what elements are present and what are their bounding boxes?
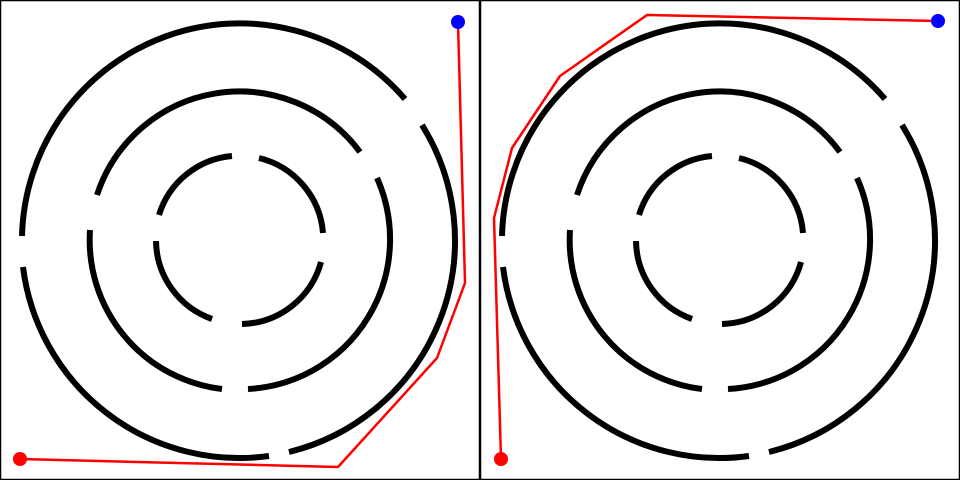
middle-wall-upper	[574, 88, 843, 196]
right-panel-frame	[479, 0, 960, 480]
outer-wall-lower	[500, 266, 750, 461]
middle-wall-upper	[94, 88, 363, 196]
middle-wall-lower	[86, 229, 223, 392]
middle-wall-right	[727, 176, 874, 392]
outer-wall-right	[288, 123, 458, 455]
right-goal-marker	[931, 14, 945, 28]
outer-wall-upper	[499, 20, 888, 237]
inner-wall-lower-left	[633, 240, 694, 322]
left-goal-marker	[451, 15, 465, 29]
right-maze-walls	[499, 20, 938, 461]
right-solution-path	[492, 13, 939, 460]
left-start-marker	[13, 452, 27, 466]
middle-wall-right	[247, 176, 394, 392]
outer-wall-right	[768, 123, 938, 455]
outer-wall-upper	[19, 20, 408, 237]
left-solution-path	[19, 21, 467, 469]
left-panel	[0, 0, 481, 480]
inner-wall-upper-right	[738, 155, 806, 234]
outer-wall-lower	[20, 266, 270, 461]
inner-wall-upper-left	[636, 153, 713, 216]
inner-wall-lower-right	[721, 261, 804, 327]
right-start-marker	[494, 452, 508, 466]
inner-wall-lower-right	[241, 261, 324, 327]
middle-wall-lower	[566, 229, 703, 392]
left-maze-walls	[19, 20, 458, 461]
inner-wall-upper-left	[156, 153, 233, 216]
inner-wall-lower-left	[153, 240, 214, 322]
left-panel-frame	[0, 0, 481, 480]
right-panel	[479, 0, 960, 480]
inner-wall-upper-right	[258, 155, 326, 234]
